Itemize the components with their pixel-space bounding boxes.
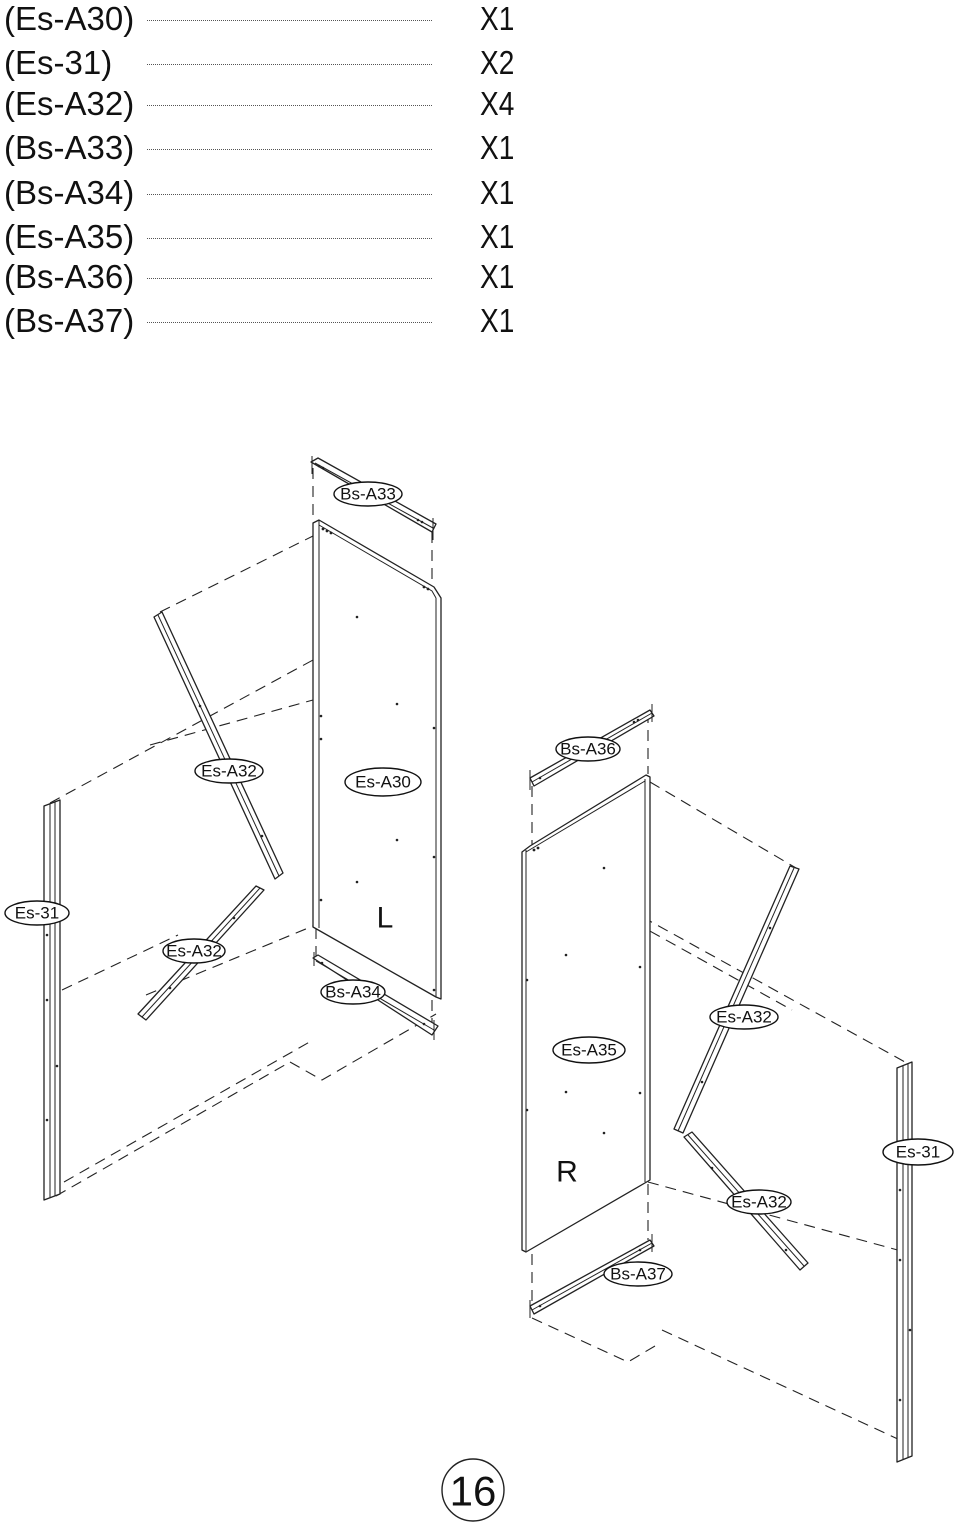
- side-label-right: R: [556, 1156, 578, 1189]
- part-code: (Bs-A37): [4, 302, 135, 339]
- callout-es-a32-lower-right: Es-A32: [726, 1189, 792, 1215]
- parts-list-row: (Bs-A33) X1: [0, 130, 540, 166]
- post-es-31-right: [896, 1061, 913, 1463]
- parts-list-row: (Es-A30) X1: [0, 1, 540, 37]
- callout-es-a30: Es-A30: [344, 767, 422, 797]
- part-code: (Bs-A36): [4, 258, 135, 295]
- svg-text:Es-A32: Es-A32: [716, 1008, 772, 1027]
- panel-es-a35: [521, 774, 651, 1253]
- dotted-leader: [147, 64, 432, 65]
- part-quantity: X1: [480, 174, 515, 211]
- parts-list-row: (Bs-A36) X1: [0, 259, 540, 295]
- part-quantity: X1: [480, 302, 515, 339]
- part-quantity: X1: [480, 129, 515, 166]
- callout-bs-a36: Bs-A36: [555, 736, 621, 762]
- panel-es-a30: [312, 519, 442, 1000]
- part-code: (Es-31): [4, 44, 113, 81]
- callout-es-a32-upper-right: Es-A32: [709, 1004, 779, 1030]
- svg-text:Es-A32: Es-A32: [201, 762, 257, 781]
- dotted-leader: [147, 105, 432, 106]
- part-quantity: X1: [480, 218, 515, 255]
- svg-text:Bs-A33: Bs-A33: [340, 485, 396, 504]
- parts-list-row: (Bs-A37) X1: [0, 303, 540, 339]
- dotted-leader: [147, 238, 432, 239]
- parts-list-row: (Es-A32) X4: [0, 86, 540, 122]
- guide-lines: [49, 468, 906, 1441]
- part-code: (Es-A35): [4, 218, 135, 255]
- part-code: (Bs-A34): [4, 174, 135, 211]
- dotted-leader: [147, 278, 432, 279]
- part-quantity: X2: [480, 44, 515, 81]
- callout-bs-a33: Bs-A33: [333, 481, 403, 507]
- svg-text:Bs-A34: Bs-A34: [325, 983, 381, 1002]
- rail-bs-a37: [529, 1234, 655, 1318]
- svg-text:Es-A32: Es-A32: [166, 942, 222, 961]
- post-es-31-left: [43, 799, 61, 1201]
- page-number-text: 16: [450, 1468, 497, 1515]
- parts-list-row: (Es-A35) X1: [0, 219, 540, 255]
- svg-text:Es-A30: Es-A30: [355, 773, 411, 792]
- brace-es-a32-upper-left: [153, 611, 284, 880]
- callout-es-a32-upper-left: Es-A32: [194, 758, 264, 784]
- parts-list-row: (Es-31) X2: [0, 45, 540, 81]
- svg-text:Es-A35: Es-A35: [561, 1041, 617, 1060]
- brace-es-a32-upper-right: [673, 865, 800, 1134]
- callout-es-31-right: Es-31: [882, 1138, 954, 1166]
- svg-text:Es-A32: Es-A32: [731, 1193, 787, 1212]
- svg-text:Es-31: Es-31: [896, 1143, 940, 1162]
- dotted-leader: [147, 322, 432, 323]
- parts-list: (Es-A30) X1 (Es-31) X2 (Es-A32) X4 (Bs-A…: [0, 0, 540, 345]
- dotted-leader: [147, 20, 432, 21]
- part-quantity: X1: [480, 0, 515, 37]
- part-quantity: X1: [480, 258, 515, 295]
- svg-text:Bs-A36: Bs-A36: [560, 740, 616, 759]
- dotted-leader: [147, 194, 432, 195]
- parts-list-row: (Bs-A34) X1: [0, 175, 540, 211]
- part-code: (Bs-A33): [4, 129, 135, 166]
- part-quantity: X4: [480, 85, 515, 122]
- callout-es-a35: Es-A35: [552, 1036, 626, 1064]
- svg-text:Es-31: Es-31: [15, 904, 59, 923]
- side-label-left: L: [377, 902, 394, 935]
- dotted-leader: [147, 149, 432, 150]
- page-number: 16: [441, 1458, 505, 1522]
- callout-bs-a37: Bs-A37: [603, 1261, 673, 1287]
- part-code: (Es-A32): [4, 85, 135, 122]
- callout-es-a32-lower-left: Es-A32: [162, 938, 226, 964]
- callout-bs-a34: Bs-A34: [320, 979, 386, 1005]
- part-code: (Es-A30): [4, 0, 135, 37]
- callout-es-31-left: Es-31: [4, 900, 70, 926]
- svg-text:Bs-A37: Bs-A37: [610, 1265, 666, 1284]
